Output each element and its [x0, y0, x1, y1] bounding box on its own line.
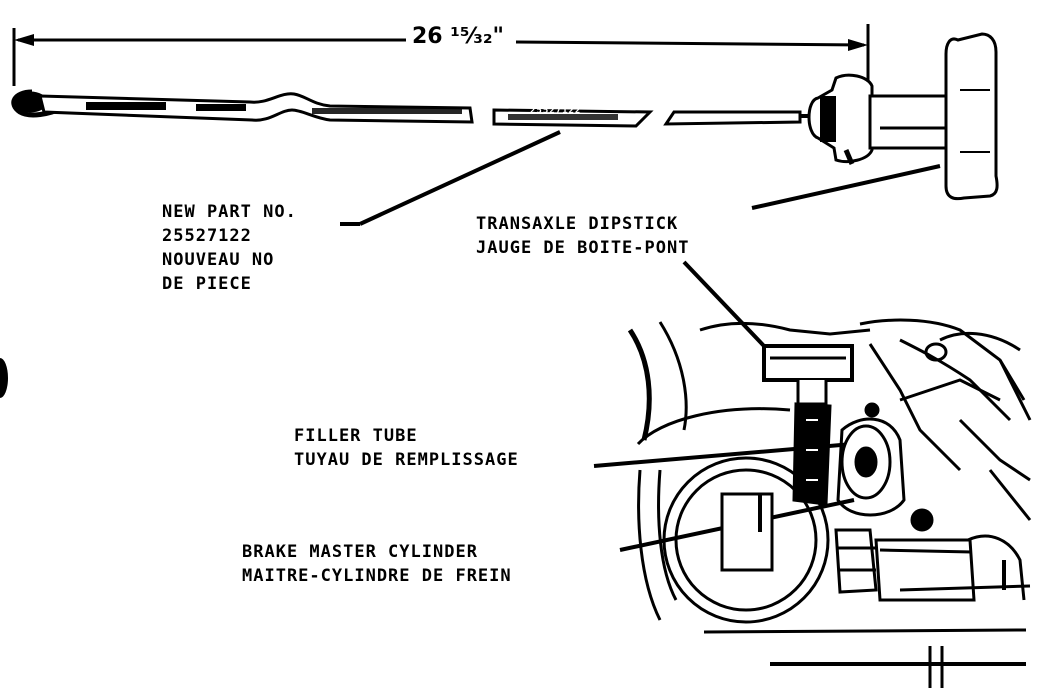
callout-line: TUYAU DE REMPLISSAGE [294, 450, 519, 470]
callout-line: DE PIECE [162, 274, 252, 294]
dimension-line [12, 24, 870, 86]
transaxle-dipstick-callout: TRANSAXLE DIPSTICK JAUGE DE BOITE-PONT [476, 212, 689, 260]
callout-line: 25527122 [162, 226, 252, 246]
callout-line: MAITRE-CYLINDRE DE FREIN [242, 566, 512, 586]
callout-line: TRANSAXLE DIPSTICK [476, 214, 679, 234]
filler-tube-callout: FILLER TUBE TUYAU DE REMPLISSAGE [294, 424, 519, 472]
new-part-number-callout: NEW PART NO. 25527122 NOUVEAU NO DE PIEC… [162, 200, 297, 296]
callout-line: FILLER TUBE [294, 426, 418, 446]
callout-line: NOUVEAU NO [162, 250, 275, 270]
dipstick-handle [807, 32, 999, 201]
engine-compartment-illustration [627, 318, 1032, 688]
dipstick-part-stamp: 25527122 [530, 106, 582, 116]
callout-line: JAUGE DE BOITE-PONT [476, 238, 690, 258]
callout-line: NEW PART NO. [162, 202, 297, 222]
overall-length-dimension: 26 ¹⁵⁄₃₂" [408, 24, 508, 49]
dipstick-blade [11, 89, 830, 128]
brake-master-cylinder-callout: BRAKE MASTER CYLINDER MAITRE-CYLINDRE DE… [242, 540, 512, 588]
callout-line: BRAKE MASTER CYLINDER [242, 542, 478, 562]
page-mark [0, 358, 8, 398]
